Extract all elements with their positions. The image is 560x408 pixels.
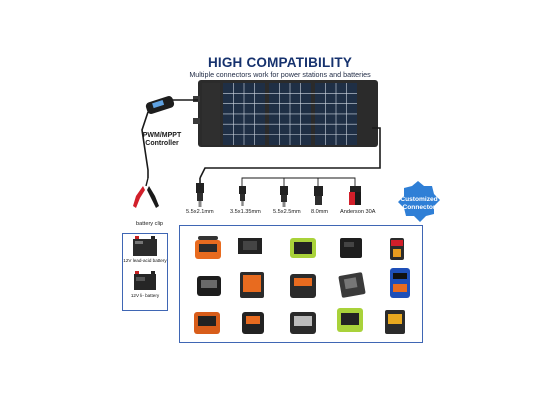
solar-panel [193,80,378,147]
device-station-row3a [194,312,220,334]
device-station-small [197,276,221,296]
badge-line1: Customized [400,196,438,203]
connector-plugs [196,183,361,207]
device-station-row3c [290,312,316,334]
device-illustrations [194,236,410,334]
device-gray-station [338,272,366,298]
battery-clip-icon [133,177,159,208]
device-station-row3b [242,312,264,334]
badge-line2: Connector [402,204,436,211]
battery-illustrations [133,236,157,290]
device-grid [179,225,423,343]
controller-label: PWM/MPPT Controller [140,132,184,148]
device-orange-station-2 [290,274,316,298]
battery-caption: 12V lead-acid battery [123,258,167,263]
device-lime-station [290,238,316,258]
battery-clip-label: battery clip [136,221,164,227]
connector-label: 3.5x1.35mm [230,209,261,215]
page-subtitle: Multiple connectors work for power stati… [189,70,371,79]
device-jump-starter [390,238,404,260]
customized-badge [398,181,440,222]
controller-label-line2: Controller [145,140,179,147]
controller-device [145,96,175,114]
battery-box [122,233,168,311]
device-station-row3d [337,308,363,332]
device-black-station [340,238,362,258]
device-station-row3e [385,310,405,334]
page-title: HIGH COMPATIBILITY [207,55,353,70]
device-black-case [238,238,262,254]
connector-label: Anderson 30A [340,209,376,215]
connector-label: 5.5x2.1mm [186,209,214,215]
device-blue-battery [390,268,410,298]
connector-label: 8.0mm [311,209,329,215]
battery-caption: 12V li- battery [130,293,160,298]
customized-badge-text: Customized Connector [398,196,440,212]
controller-label-line1: PWM/MPPT [142,132,182,139]
device-orange-station [195,236,221,259]
device-orange-box [240,272,264,298]
connector-label: 5.5x2.5mm [273,209,301,215]
